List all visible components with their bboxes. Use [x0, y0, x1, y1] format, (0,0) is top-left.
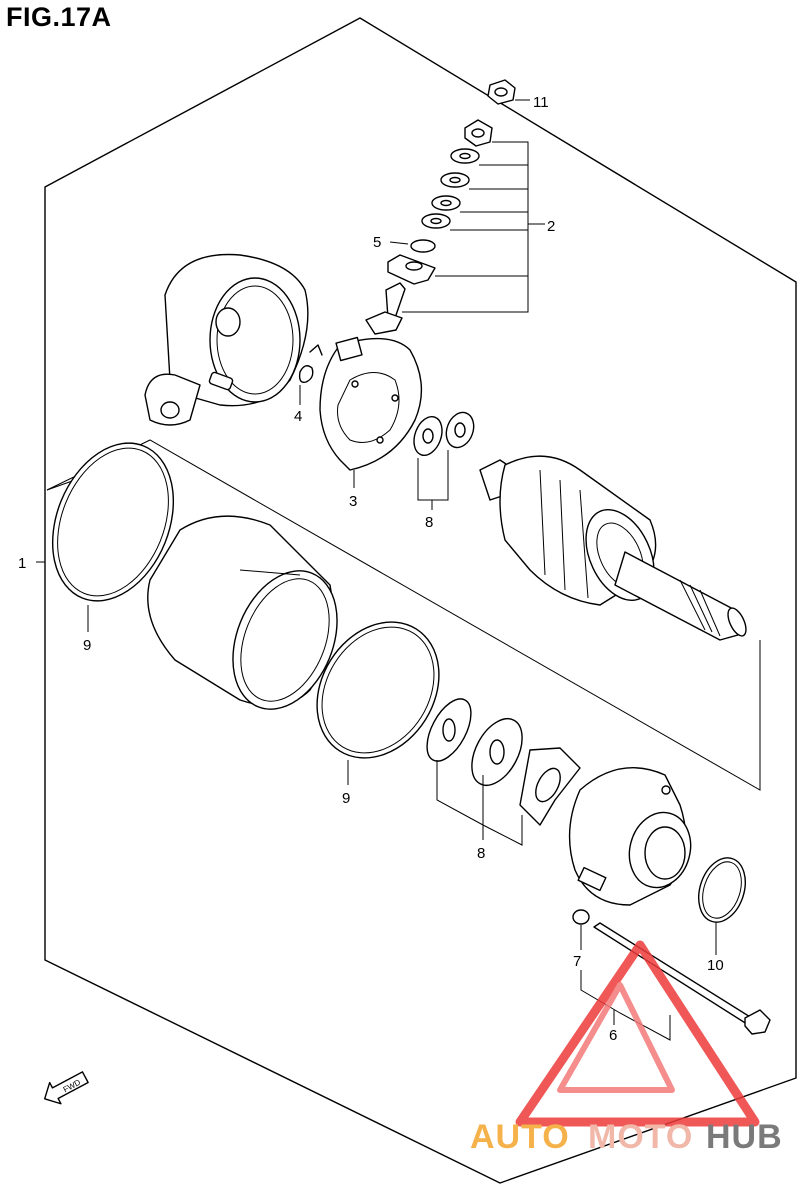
- assembly-frame: [44, 17, 797, 1184]
- o-ring-part-7: [572, 909, 590, 925]
- callout-5: 5: [373, 234, 381, 251]
- end-cover: [144, 253, 309, 426]
- callout-4: 4: [294, 408, 302, 425]
- watermark-text-hub: HUB: [706, 1118, 783, 1156]
- front-housing: [568, 767, 692, 906]
- callout-8-top: 8: [425, 514, 433, 531]
- o-ring-part-9-middle: [316, 621, 440, 759]
- spring-part-4: [298, 344, 323, 383]
- watermark-text-auto: AUTO: [470, 1118, 570, 1156]
- watermark-logo: [515, 940, 760, 1127]
- watermark-triangle: [515, 940, 760, 1127]
- o-ring-part-9-left: [51, 442, 175, 602]
- callout-9-middle: 9: [342, 790, 350, 807]
- fwd-direction-arrow: FWD: [43, 1071, 89, 1105]
- figure-title: FIG.17A: [6, 2, 112, 32]
- callout-1: 1: [18, 555, 26, 572]
- callout-9-left: 9: [83, 637, 91, 654]
- callout-2: 2: [547, 218, 555, 235]
- o-ring-part-5: [410, 239, 436, 253]
- callout-8-bottom: 8: [477, 845, 485, 862]
- callout-7: 7: [573, 953, 581, 970]
- nut-part-11: [487, 79, 516, 105]
- callout-11: 11: [533, 94, 549, 111]
- brush-plate-part-3: [319, 336, 423, 471]
- callout-10: 10: [707, 957, 724, 974]
- watermark-text-moto: MOTO: [588, 1118, 693, 1156]
- callout-6: 6: [609, 1027, 617, 1044]
- washer-set-part-8-top: [413, 411, 475, 457]
- washer-set-part-8-bottom: [426, 698, 581, 826]
- armature: [479, 455, 747, 641]
- callout-3: 3: [349, 493, 357, 510]
- yoke-housing: [147, 515, 338, 710]
- terminal-kit-part-2: [365, 119, 493, 335]
